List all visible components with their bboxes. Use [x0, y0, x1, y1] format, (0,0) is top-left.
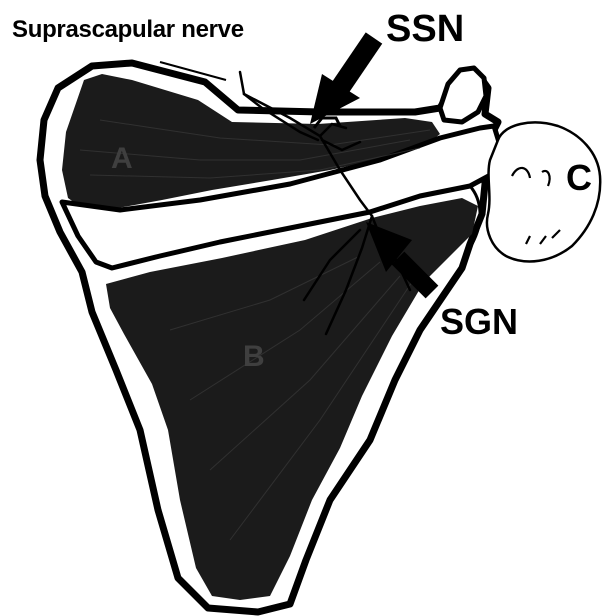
sgn-label: SGN: [440, 304, 518, 340]
ssn-label: SSN: [386, 10, 464, 48]
coracoid-process: [440, 68, 486, 122]
supraspinatus-label: A: [111, 144, 133, 174]
suprascapular-nerve-label: Suprascapular nerve: [12, 18, 244, 42]
infraspinatus-label: B: [243, 342, 265, 372]
humeral-head-label: C: [566, 160, 592, 196]
